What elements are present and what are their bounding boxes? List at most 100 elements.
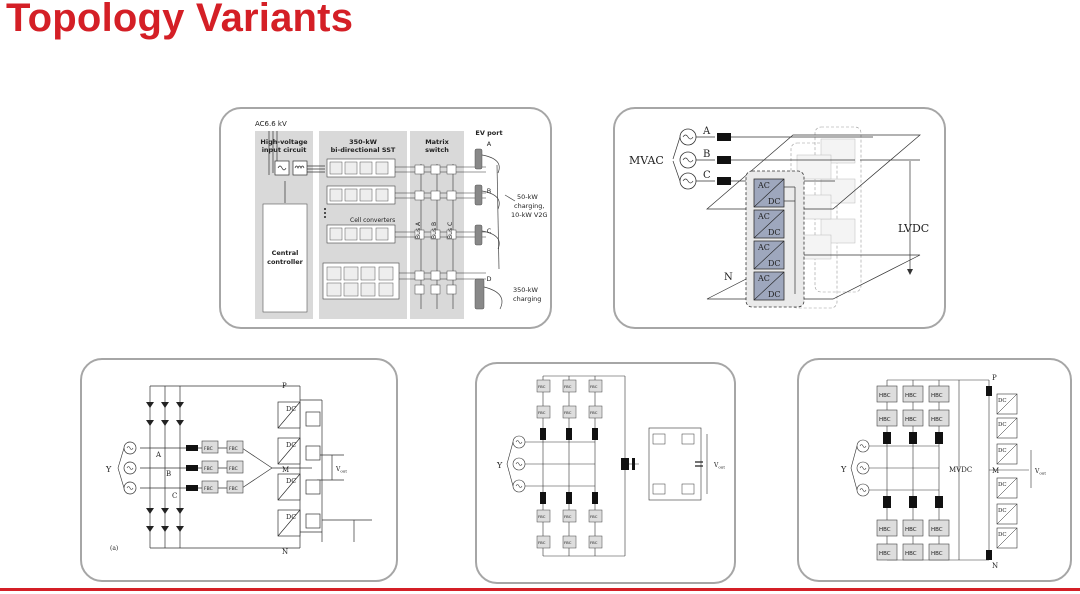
fig3-dc-1: DC [286, 405, 296, 413]
fig5-dc-6: DC [998, 532, 1007, 538]
fig5-hbc-8: HBC [905, 527, 917, 533]
fig5-hbc-10: HBC [879, 551, 891, 557]
fig5-mvdc: MVDC [949, 466, 972, 474]
central-controller-1: Central [272, 249, 299, 257]
fig4-fbc-11: FBC [564, 540, 572, 545]
ac-label-1: AC [757, 181, 770, 190]
dc-label-4: DC [768, 290, 781, 299]
fig5-hbc-4: HBC [879, 417, 891, 423]
fig3-dc-2: DC [286, 441, 296, 449]
fig3-y: Y [105, 465, 112, 474]
fig3-caption: (a) [110, 545, 118, 552]
central-controller-2: controller [267, 258, 304, 266]
fig5-dc-5: DC [998, 508, 1007, 514]
fig5-y: Y [840, 465, 847, 474]
phase-b-label: B [703, 149, 710, 160]
fbc-dab-card: FBC FBC FBC FBC FBC FBC FBC FBC FBC FBC … [475, 362, 736, 584]
fbc-6: FBC [229, 486, 238, 492]
sst-title-1: 350-kW [349, 138, 377, 146]
ac-voltage-label: AC6.6 kV [255, 120, 287, 128]
fig5-hbc-2: HBC [905, 393, 917, 399]
hv-title-1: High-voltage [260, 138, 308, 146]
fig3-a: A [155, 451, 162, 459]
fig4-fbc-6: FBC [590, 410, 598, 415]
fig5-hbc-3: HBC [931, 393, 943, 399]
sst-title-2: bi-directional SST [331, 146, 396, 154]
fig5-dc-4: DC [998, 482, 1007, 488]
fbc-1: FBC [204, 446, 213, 452]
fbc-dab-diagram: FBC FBC FBC FBC FBC FBC FBC FBC FBC FBC … [496, 375, 725, 557]
fig4-fbc-8: FBC [564, 514, 572, 519]
mvac-lvdc-diagram: AC DC AC DC AC DC AC DC MVAC A B C LVDC … [629, 126, 929, 309]
sst-block-diagram-card: AC6.6 kV High-voltage input circuit 350-… [219, 107, 552, 329]
fig5-dc-2: DC [998, 422, 1007, 428]
bus-b-label: Bus B [431, 222, 438, 239]
fig4-fbc-7: FBC [538, 514, 546, 519]
fig4-y: Y [496, 461, 503, 470]
fig5-hbc-11: HBC [905, 551, 917, 557]
fig4-fbc-12: FBC [590, 540, 598, 545]
neutral-label: N [724, 272, 733, 283]
port-b: B [487, 187, 491, 195]
fig4-fbc-9: FBC [590, 514, 598, 519]
fig5-hbc-9: HBC [931, 527, 943, 533]
dc-label-3: DC [768, 259, 781, 268]
fig3-n: N [282, 548, 288, 556]
phase-c-label: C [703, 170, 711, 181]
port-a: A [487, 140, 492, 148]
fig5-hbc-1: HBC [879, 393, 891, 399]
ac-label-4: AC [757, 274, 770, 283]
fbc-5: FBC [204, 486, 213, 492]
charge-label-1: 50-kW [517, 193, 538, 201]
fig5-m: M [992, 467, 999, 475]
fbc-dc-converter-diagram: Y A B C FBC FBC FBC FBC FBC FBC DC DC DC… [105, 382, 372, 556]
fbc-4: FBC [229, 466, 238, 472]
ac-label-2: AC [757, 212, 770, 221]
hbc-dc-converter-diagram: HBC HBC HBC HBC HBC HBC HBC HBC HBC HBC … [840, 374, 1046, 570]
fig3-dc-4: DC [286, 513, 296, 521]
lvdc-label: LVDC [898, 222, 929, 235]
mvac-lvdc-diagram-card: AC DC AC DC AC DC AC DC MVAC A B C LVDC … [613, 107, 946, 329]
fig4-fbc-5: FBC [564, 410, 572, 415]
hbc-dc-converter-card: HBC HBC HBC HBC HBC HBC HBC HBC HBC HBC … [797, 358, 1072, 582]
fig4-fbc-10: FBC [538, 540, 546, 545]
fig5-p: P [992, 374, 997, 382]
fig5-hbc-7: HBC [879, 527, 891, 533]
fbc-2: FBC [229, 446, 238, 452]
ac-label-3: AC [757, 243, 770, 252]
cell-converters-label: Cell converters [350, 217, 395, 224]
fig4-fbc-3: FBC [590, 384, 598, 389]
fig4-fbc-2: FBC [564, 384, 572, 389]
fig3-p: P [282, 382, 287, 390]
mvac-label: MVAC [629, 154, 664, 167]
fbc-dc-converter-card: Y A B C FBC FBC FBC FBC FBC FBC DC DC DC… [80, 358, 398, 582]
bus-c-label: Bus C [447, 222, 454, 239]
bus-a-label: Bus A [415, 221, 422, 239]
fig4-fbc-4: FBC [538, 410, 546, 415]
matrix-title-2: switch [425, 146, 449, 154]
dc-label-2: DC [768, 228, 781, 237]
hv-title-2: input circuit [262, 146, 307, 154]
fig5-vout: Vout [1034, 468, 1046, 476]
fig5-dc-1: DC [998, 398, 1007, 404]
fig3-m: M [282, 466, 289, 474]
sst-block-diagram: AC6.6 kV High-voltage input circuit 350-… [255, 120, 548, 319]
fig5-hbc-6: HBC [931, 417, 943, 423]
fig3-vout: Vout [335, 466, 347, 474]
charge-label-3: 10-kW V2G [511, 211, 548, 219]
fig4-fbc-1: FBC [538, 384, 546, 389]
port-c: C [487, 227, 492, 235]
fig5-n: N [992, 562, 998, 570]
fig5-hbc-5: HBC [905, 417, 917, 423]
port-d: D [486, 275, 491, 283]
ev-port-title: EV port [475, 129, 502, 137]
fbc-3: FBC [204, 466, 213, 472]
charge-label-2: charging, [514, 202, 544, 210]
fig3-c: C [172, 492, 177, 500]
fig5-dc-3: DC [998, 448, 1007, 454]
charge-d-2: charging [513, 295, 541, 303]
phase-a-label: A [702, 126, 711, 137]
fig3-dc-3: DC [286, 477, 296, 485]
dc-label-1: DC [768, 197, 781, 206]
fig5-hbc-12: HBC [931, 551, 943, 557]
